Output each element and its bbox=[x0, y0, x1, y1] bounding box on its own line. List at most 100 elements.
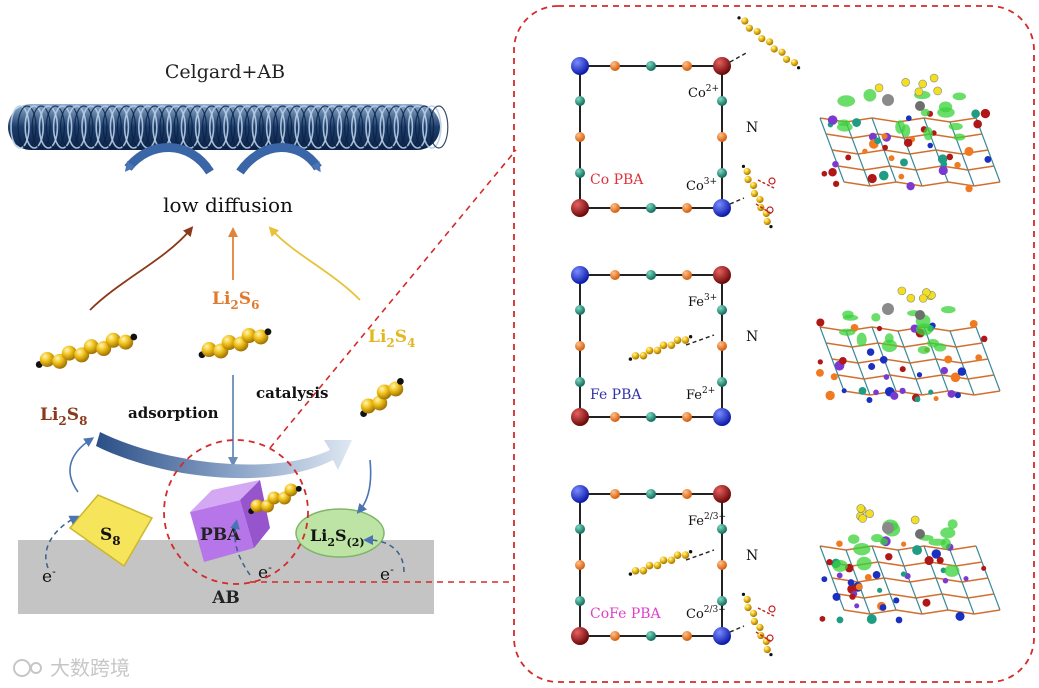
nitrogen-atom bbox=[575, 305, 585, 315]
pba-cube: PBA bbox=[190, 480, 270, 562]
carbon-atom bbox=[575, 341, 585, 351]
bottom-metal-label: Co2/3+ bbox=[686, 605, 726, 622]
metal-site-blue bbox=[713, 408, 731, 426]
carbon-atom bbox=[610, 631, 620, 641]
li2s8-molecule bbox=[35, 332, 138, 369]
bounce-arrow-left bbox=[124, 143, 214, 175]
pba-name-label: Co PBA bbox=[590, 172, 644, 188]
li2s6-chain bbox=[198, 328, 272, 359]
adsorbed-chain bbox=[248, 483, 302, 515]
carbon-atom bbox=[575, 132, 585, 142]
carbon-atom bbox=[610, 61, 620, 71]
carbon-atom bbox=[610, 489, 620, 499]
metal-site-blue bbox=[571, 485, 589, 503]
cleaved-chain-bottom bbox=[729, 592, 776, 657]
substrate-label: AB bbox=[211, 588, 240, 608]
li2s8-chain bbox=[35, 332, 138, 369]
separator-label: Celgard+AB bbox=[165, 61, 285, 83]
zoom-circle bbox=[163, 439, 309, 585]
celgard-separator bbox=[8, 104, 449, 150]
li2s-formation-arrow bbox=[356, 459, 372, 514]
metal-site-blue bbox=[571, 266, 589, 284]
polysulfide-chain bbox=[741, 592, 773, 657]
top-metal-label: Co2+ bbox=[688, 84, 719, 101]
nitrogen-atom bbox=[646, 203, 656, 213]
metal-site-red bbox=[713, 266, 731, 284]
li2s6-label: Li2S6 bbox=[212, 289, 259, 312]
carbon-atom bbox=[717, 132, 727, 142]
nitrogen-label: N bbox=[746, 120, 758, 136]
li2s8-label: Li2S8 bbox=[40, 405, 87, 428]
carbon-atom bbox=[610, 203, 620, 213]
adsorbed-chain-center bbox=[628, 334, 715, 361]
metal-site-blue bbox=[713, 627, 731, 645]
nitrogen-atom bbox=[717, 524, 727, 534]
diffusion-label: low diffusion bbox=[163, 193, 293, 217]
svg-text:Li2S(2): Li2S(2) bbox=[310, 526, 365, 549]
nitrogen-atom bbox=[646, 270, 656, 280]
polysulfide-chain bbox=[741, 164, 773, 229]
li2s-product-particle: Li2S(2) bbox=[295, 508, 385, 558]
nitrogen-atom bbox=[575, 96, 585, 106]
charge-density-structure bbox=[819, 504, 1001, 625]
nitrogen-atom bbox=[575, 168, 585, 178]
top-metal-label: Fe2/3+ bbox=[688, 512, 726, 529]
catalysis-label: catalysis bbox=[256, 384, 329, 402]
carbon-atom bbox=[682, 631, 692, 641]
svg-text:S8: S8 bbox=[100, 525, 121, 548]
electron-label-li2s: e- bbox=[380, 563, 394, 585]
li2s4-upward-arrow bbox=[268, 226, 361, 301]
nitrogen-atom bbox=[575, 524, 585, 534]
nitrogen-atom bbox=[717, 168, 727, 178]
polysulfide-chain bbox=[628, 550, 693, 576]
nitrogen-atom bbox=[646, 631, 656, 641]
adsorbed-chain-center bbox=[628, 549, 715, 576]
electron-label-pba: e- bbox=[258, 561, 272, 583]
adsorption-label: adsorption bbox=[128, 404, 219, 422]
carbon-atom bbox=[682, 489, 692, 499]
carbon-atom bbox=[610, 412, 620, 422]
charge-density-structure bbox=[819, 73, 1001, 193]
pba-panel-3: Fe2/3+ Co2/3+ N CoFe PBA bbox=[571, 485, 1001, 657]
adsorbed-chain-top bbox=[729, 16, 801, 70]
carbon-atom bbox=[717, 341, 727, 351]
electron-path-pba bbox=[230, 519, 251, 576]
nitrogen-atom bbox=[646, 489, 656, 499]
scissors-icon bbox=[755, 605, 776, 643]
bottom-metal-label: Co3+ bbox=[686, 177, 717, 194]
metal-site-red bbox=[713, 57, 731, 75]
metal-site-blue bbox=[571, 57, 589, 75]
carbon-atom bbox=[682, 412, 692, 422]
polysulfide-chain bbox=[737, 16, 801, 70]
nitrogen-atom bbox=[717, 96, 727, 106]
li2s6-molecule bbox=[198, 328, 272, 359]
svg-text:PBA: PBA bbox=[200, 525, 241, 545]
nitrogen-atom bbox=[717, 596, 727, 606]
s8-particle: S8 bbox=[68, 494, 154, 568]
metal-site-blue bbox=[713, 199, 731, 217]
carbon-atom bbox=[682, 270, 692, 280]
li2s4-chain bbox=[360, 378, 404, 417]
charge-density-structure bbox=[816, 286, 1001, 404]
carbon-atom bbox=[717, 560, 727, 570]
carbon-atom bbox=[682, 61, 692, 71]
li2s4-label: Li2S4 bbox=[368, 327, 415, 350]
watermark-text: 大数跨境 bbox=[50, 656, 130, 680]
li2s4-molecule bbox=[360, 378, 404, 417]
nitrogen-label: N bbox=[746, 329, 758, 345]
metal-site-red bbox=[571, 627, 589, 645]
metal-site-red bbox=[571, 408, 589, 426]
scissors-icon bbox=[755, 177, 776, 215]
nitrogen-atom bbox=[575, 377, 585, 387]
pba-panel-2: Fe3+Fe2+NFe PBA bbox=[571, 266, 1001, 426]
cleaved-chain-bottom bbox=[729, 164, 776, 229]
carbon-atom bbox=[575, 560, 585, 570]
nitrogen-atom bbox=[717, 377, 727, 387]
pba-name-label: CoFe PBA bbox=[590, 606, 662, 622]
nitrogen-label: N bbox=[746, 548, 758, 564]
nitrogen-atom bbox=[646, 412, 656, 422]
watermark: 大数跨境 bbox=[13, 656, 130, 680]
zoom-connector-top bbox=[269, 149, 517, 449]
bottom-metal-label: Fe2+ bbox=[686, 386, 715, 403]
pba-panel-1: Co2+ Co3+ N Co PBA bbox=[571, 16, 1001, 229]
